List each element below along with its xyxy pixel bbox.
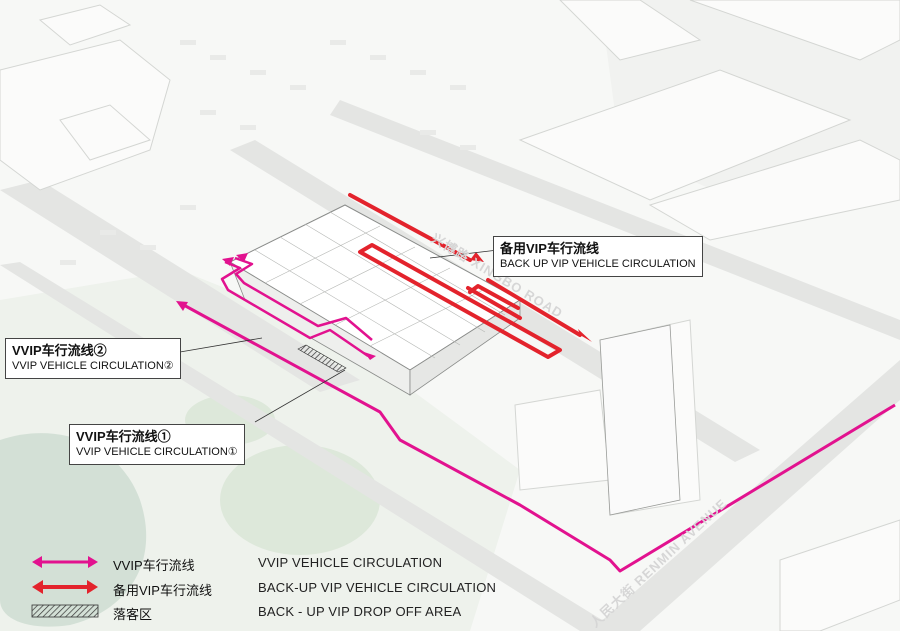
callout-backup-vip-zh: 备用VIP车行流线 bbox=[500, 241, 599, 256]
legend-row-vvip: VVIP车行流线 VVIP VEHICLE CIRCULATION bbox=[30, 552, 550, 573]
backup-vip-route bbox=[348, 193, 592, 359]
callout-vvip-2-zh: VVIP车行流线② bbox=[12, 343, 107, 358]
callout-vvip-2: VVIP车行流线② VVIP VEHICLE CIRCULATION② bbox=[5, 338, 181, 379]
vvip-route-1 bbox=[176, 301, 896, 573]
double-arrow-red-icon bbox=[32, 580, 98, 594]
drop-off-area bbox=[297, 344, 347, 373]
legend-dropoff-en: BACK - UP VIP DROP OFF AREA bbox=[258, 604, 462, 619]
callout-vvip-1-zh: VVIP车行流线① bbox=[76, 429, 171, 444]
callout-vvip-2-en: VVIP VEHICLE CIRCULATION② bbox=[12, 360, 174, 372]
legend-row-dropoff: 落客区 BACK - UP VIP DROP OFF AREA bbox=[30, 601, 550, 622]
legend-vvip-zh: VVIP车行流线 bbox=[113, 558, 195, 573]
parking-blocks bbox=[60, 40, 476, 265]
legend-row-backup: 备用VIP车行流线 BACK-UP VIP VEHICLE CIRCULATIO… bbox=[30, 577, 550, 598]
legend-dropoff-zh: 落客区 bbox=[113, 607, 153, 622]
callout-vvip-1: VVIP车行流线① VVIP VEHICLE CIRCULATION① bbox=[69, 424, 245, 465]
callout-backup-vip-en: BACK UP VIP VEHICLE CIRCULATION bbox=[500, 258, 696, 270]
hatched-area-icon bbox=[31, 604, 99, 618]
legend: VVIP车行流线 VVIP VEHICLE CIRCULATION 备用VIP车… bbox=[30, 548, 550, 628]
double-arrow-magenta-icon bbox=[32, 556, 98, 568]
vvip-route-2 bbox=[220, 253, 376, 360]
leader-lines bbox=[179, 249, 499, 423]
callout-backup-vip: 备用VIP车行流线 BACK UP VIP VEHICLE CIRCULATIO… bbox=[493, 236, 703, 277]
legend-vvip-en: VVIP VEHICLE CIRCULATION bbox=[258, 555, 443, 570]
legend-backup-en: BACK-UP VIP VEHICLE CIRCULATION bbox=[258, 580, 497, 595]
lake bbox=[0, 433, 147, 627]
legend-backup-zh: 备用VIP车行流线 bbox=[113, 583, 212, 598]
callout-vvip-1-en: VVIP VEHICLE CIRCULATION① bbox=[76, 446, 238, 458]
